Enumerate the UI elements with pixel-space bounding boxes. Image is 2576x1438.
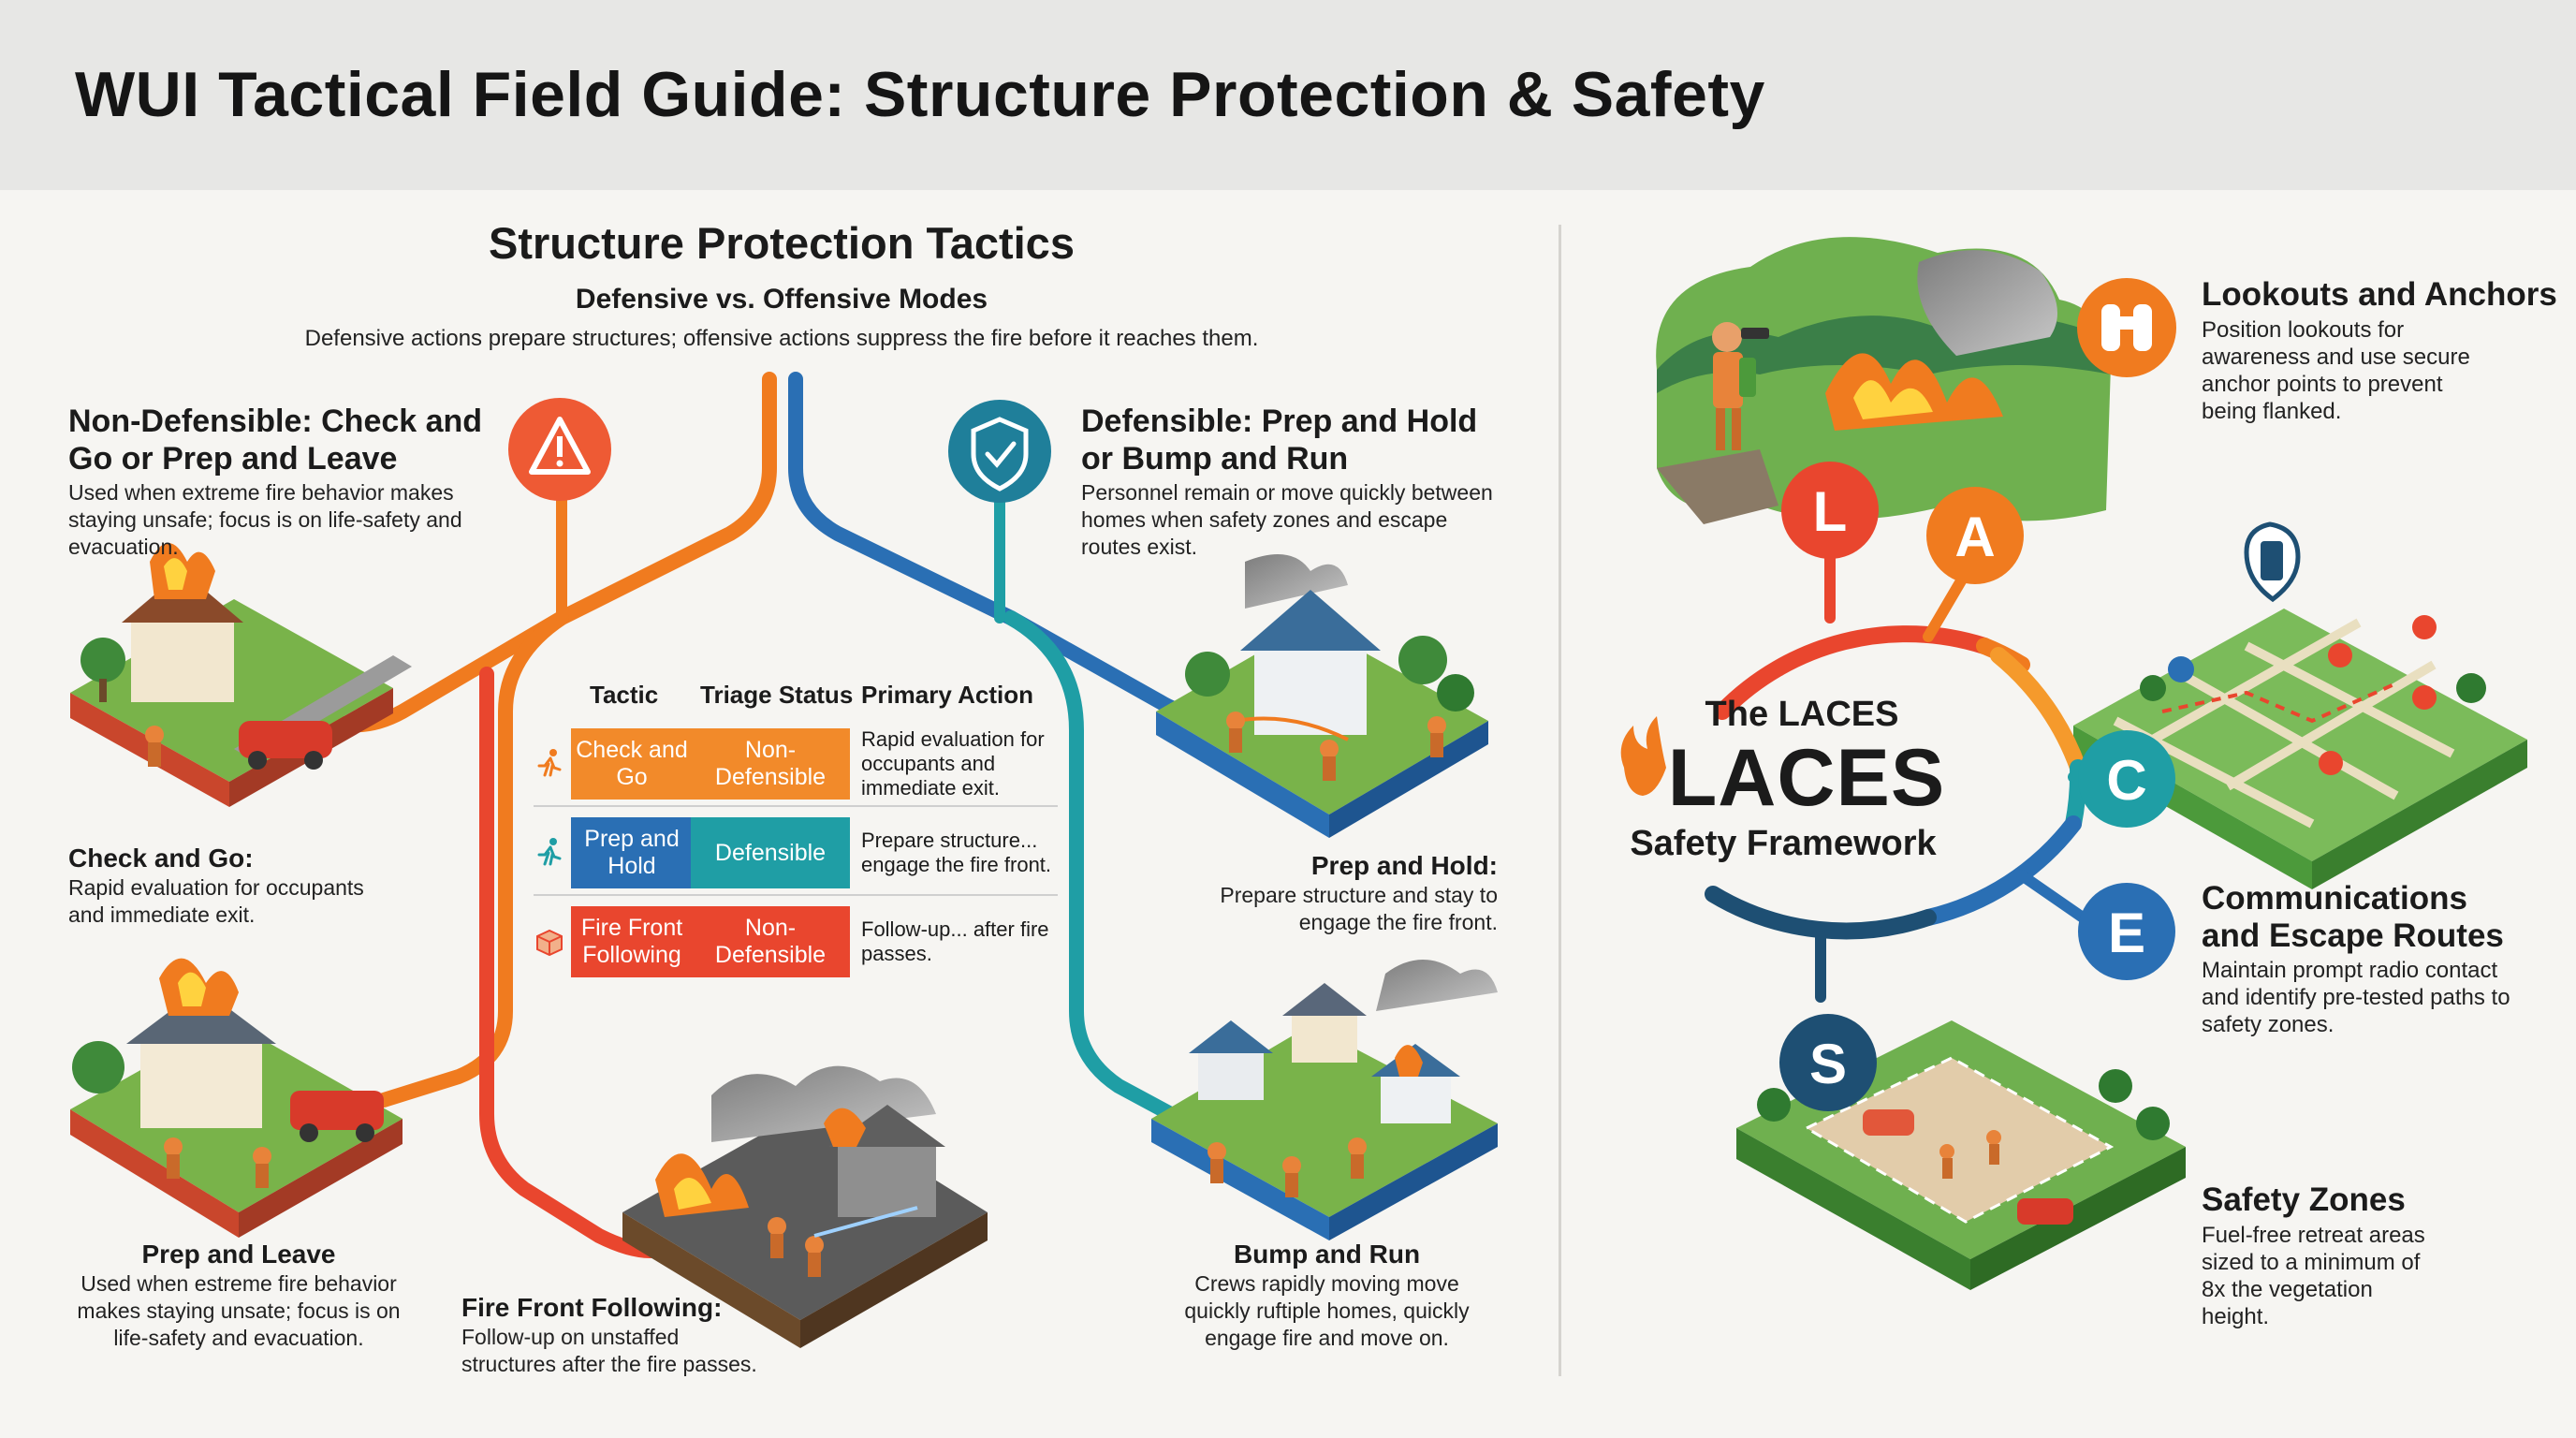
prep-and-hold-illustration bbox=[1156, 554, 1488, 838]
section-divider bbox=[1559, 225, 1561, 1376]
table-cell-action: Prepare structure... engage the fire fro… bbox=[861, 829, 1052, 876]
prep-and-leave-illustration bbox=[70, 958, 402, 1238]
fire-front-following-title: Fire Front Following: bbox=[461, 1293, 723, 1322]
table-row: Check and Go Non-Defensible Rapid evalua… bbox=[534, 723, 1058, 807]
laces-letter-c: C bbox=[2106, 749, 2147, 812]
table-cell-status: Non-Defensible bbox=[691, 906, 850, 977]
binoculars-icon-badge bbox=[2077, 278, 2176, 377]
communications-title: Communications and Escape Routes bbox=[2202, 880, 2504, 954]
teal-branch bbox=[1003, 610, 1187, 1126]
non-defensible-title: Non-Defensible: Check and Go or Prep and… bbox=[68, 404, 483, 477]
prep-and-hold-title: Prep and Hold: bbox=[1310, 851, 1498, 880]
table-header-triage-status: Triage Status bbox=[700, 681, 854, 709]
defensible-body: Personnel remain or move quickly between… bbox=[1081, 480, 1493, 559]
check-and-go-illustration bbox=[70, 543, 412, 807]
flame-icon bbox=[1620, 716, 1666, 796]
table-cell-tactic: Prep and Hold bbox=[571, 817, 693, 888]
tactics-subheading: Defensive vs. Offensive Modes bbox=[575, 284, 988, 315]
safety-zones-body: Fuel-free retreat areas sized to a minim… bbox=[2202, 1223, 2425, 1329]
prep-and-hold-body: Prepare structure and stay to engage the… bbox=[1220, 883, 1498, 934]
table-cell-tactic: Check and Go bbox=[571, 728, 693, 800]
table-cell-tactic: Fire Front Following bbox=[571, 906, 693, 977]
check-and-go-title: Check and Go: bbox=[68, 844, 254, 873]
laces-letter-l: L bbox=[1812, 480, 1848, 543]
laces-letter-e: E bbox=[2107, 902, 2146, 964]
running-person-icon bbox=[537, 749, 562, 777]
laces-letter-s: S bbox=[1808, 1033, 1848, 1095]
tactics-description: Defensive actions prepare structures; of… bbox=[304, 326, 1259, 351]
table-row: Prep and Hold Defensible Prepare structu… bbox=[534, 812, 1058, 896]
shield-check-icon-badge bbox=[948, 400, 1051, 503]
bump-and-run-body: Crews rapidly moving move quickly ruftip… bbox=[1184, 1271, 1470, 1350]
laces-letter-a: A bbox=[1954, 506, 1996, 568]
lookouts-title: Lookouts and Anchors bbox=[2202, 276, 2557, 313]
table-header-primary-action: Primary Action bbox=[861, 681, 1033, 709]
table-row: Fire Front Following Non-Defensible Foll… bbox=[534, 901, 1058, 983]
tactics-heading: Structure Protection Tactics bbox=[489, 218, 1075, 268]
laces-hub bbox=[1705, 625, 2087, 940]
bump-and-run-illustration bbox=[1151, 960, 1498, 1240]
table-cell-status: Non-Defensible bbox=[691, 728, 850, 800]
fire-front-following-illustration bbox=[622, 1065, 988, 1348]
page-title: WUI Tactical Field Guide: Structure Prot… bbox=[75, 59, 1765, 130]
check-and-go-body: Rapid evaluation for occupants and immed… bbox=[68, 875, 364, 927]
header-bar bbox=[0, 0, 2576, 190]
table-cell-action: Follow-up... after fire passes. bbox=[861, 917, 1049, 965]
warning-icon-badge bbox=[508, 398, 611, 501]
laces-hub-bottom: Safety Framework bbox=[1630, 824, 1937, 863]
defensible-title: Defensible: Prep and Hold or Bump and Ru… bbox=[1081, 404, 1478, 477]
safety-zones-title: Safety Zones bbox=[2202, 1181, 2406, 1218]
laces-hub-main: LACES bbox=[1667, 733, 1946, 823]
communications-body: Maintain prompt radio contact and identi… bbox=[2202, 958, 2510, 1037]
prep-and-leave-title: Prep and Leave bbox=[141, 1240, 336, 1269]
prep-and-leave-body: Used when estreme fire behavior makes st… bbox=[77, 1271, 401, 1350]
laces-hub-top: The LACES bbox=[1705, 695, 1899, 734]
table-header-tactic: Tactic bbox=[590, 681, 659, 709]
box-icon bbox=[536, 929, 563, 957]
lookout-illustration bbox=[1656, 237, 2111, 524]
fire-front-following-body: Follow-up on unstaffed structures after … bbox=[461, 1325, 757, 1376]
non-defensible-body: Used when extreme fire behavior makes st… bbox=[68, 480, 462, 559]
lookouts-body: Position lookouts for awareness and use … bbox=[2202, 317, 2470, 424]
bump-and-run-title: Bump and Run bbox=[1233, 1240, 1421, 1269]
running-person-icon bbox=[537, 838, 562, 866]
table-cell-status: Defensible bbox=[691, 817, 850, 888]
table-cell-action: Rapid evaluation for occupants and immed… bbox=[861, 727, 1045, 800]
